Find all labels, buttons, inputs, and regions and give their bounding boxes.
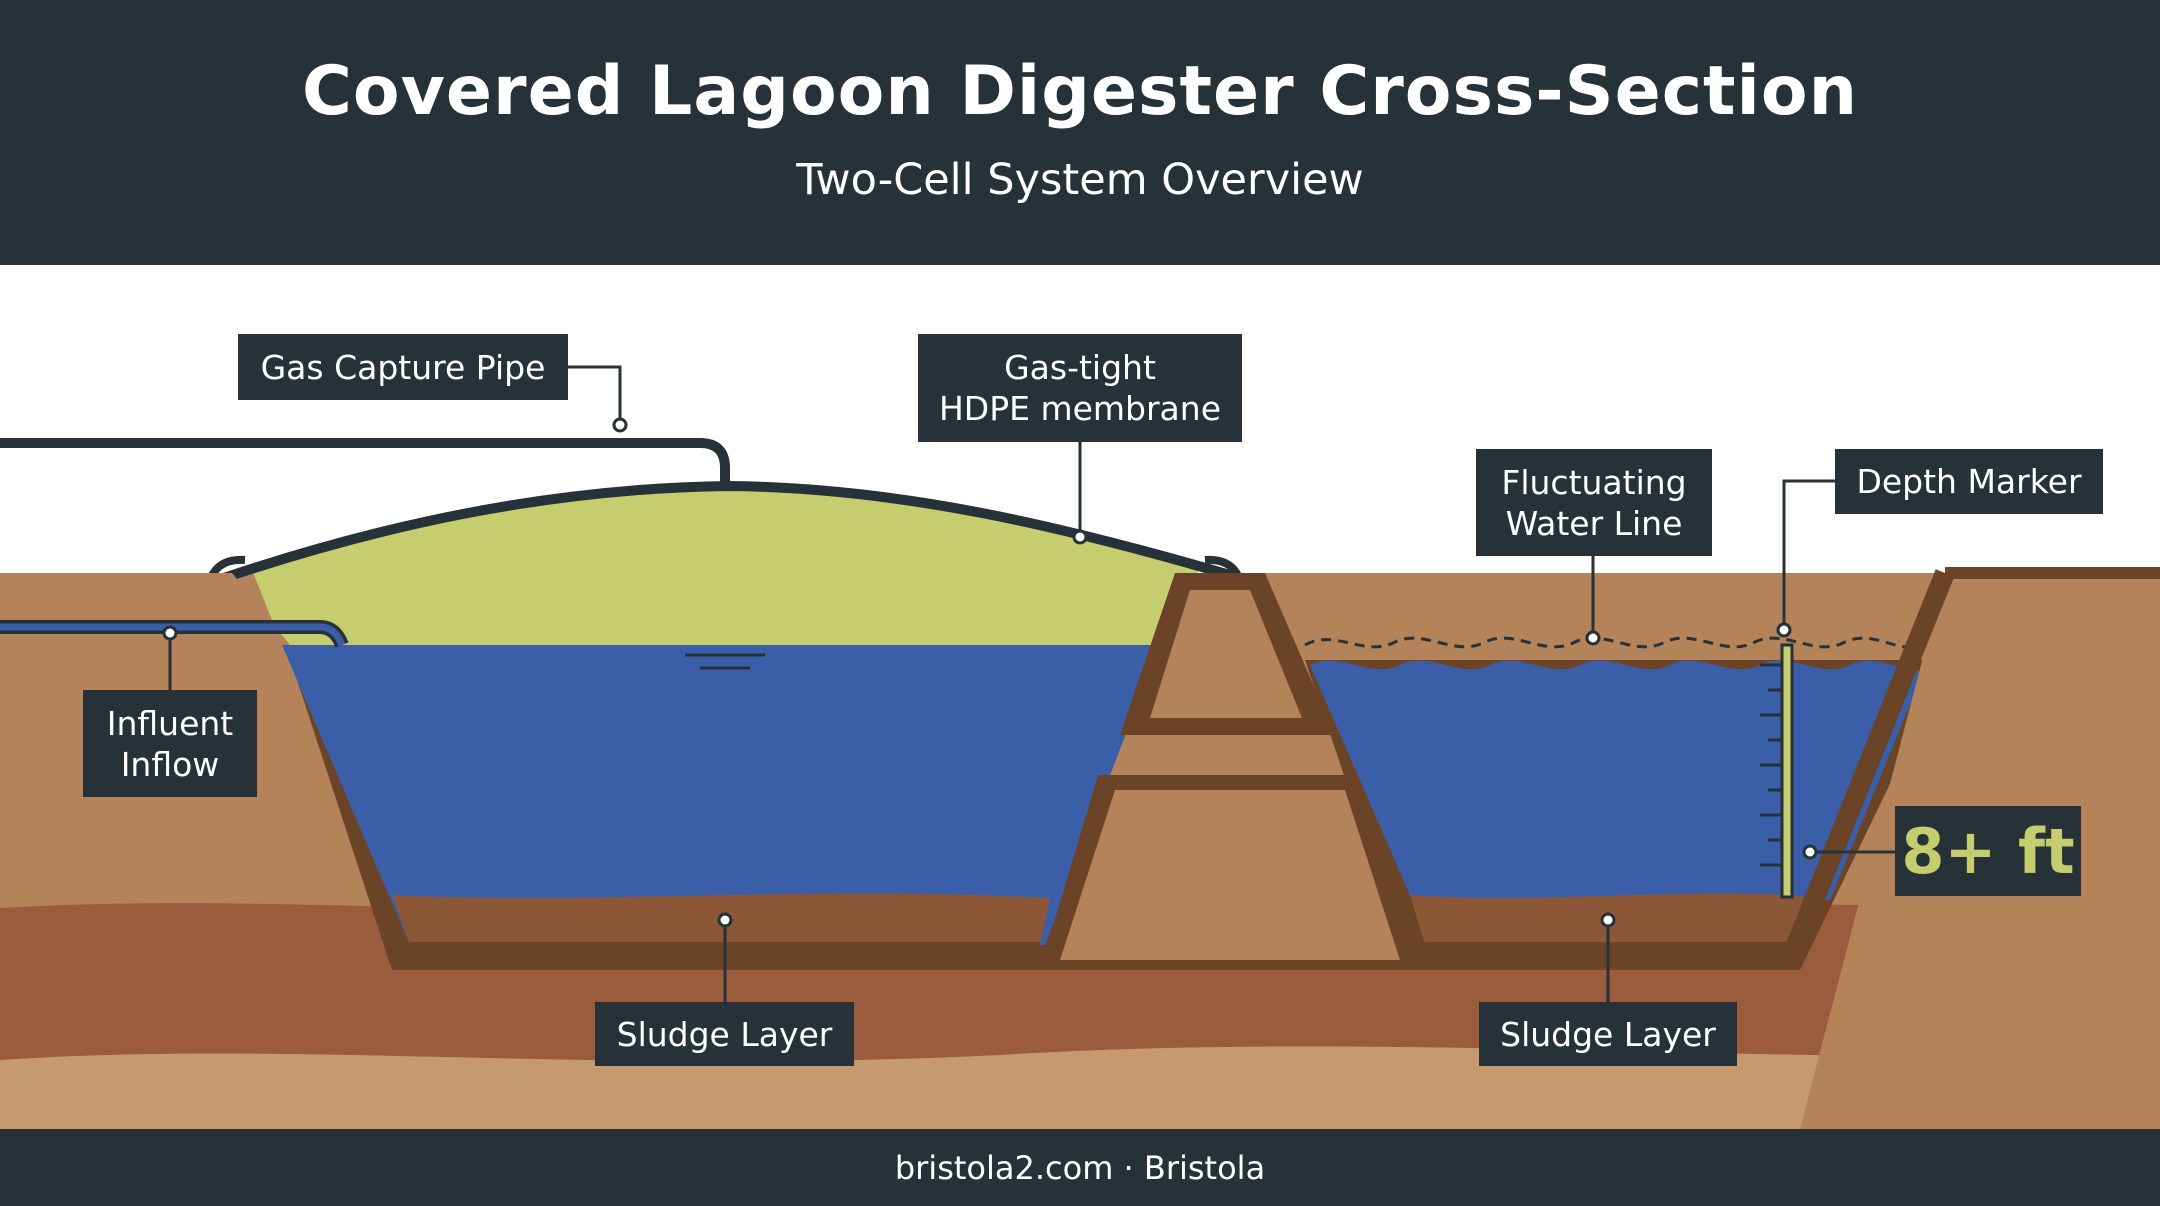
footer-credit: bristola2.com · Bristola <box>894 1149 1266 1187</box>
page-title: Covered Lagoon Digester Cross-Section <box>301 52 1858 131</box>
label-depth-marker: Depth Marker <box>1835 449 2103 514</box>
biogas-dome <box>252 485 1200 645</box>
depth-marker-post <box>1780 643 1794 899</box>
ground-lower-band <box>0 1046 2160 1129</box>
footer-bar: bristola2.com · Bristola <box>0 1129 2160 1206</box>
label-hdpe-membrane: Gas-tight HDPE membrane <box>918 334 1242 442</box>
label-sludge-layer-right: Sludge Layer <box>1479 1002 1737 1066</box>
fluctuating-water-line <box>1304 636 1917 649</box>
label-influent-inflow: Influent Inflow <box>83 690 257 797</box>
label-fluctuating-water-line: Fluctuating Water Line <box>1476 449 1712 556</box>
label-sludge-layer-left: Sludge Layer <box>595 1002 854 1066</box>
label-gas-capture-pipe: Gas Capture Pipe <box>238 334 568 400</box>
depth-value-badge: 8+ ft <box>1895 806 2081 896</box>
header-bar: Covered Lagoon Digester Cross-Section Tw… <box>0 0 2160 265</box>
hdpe-membrane <box>213 480 1245 585</box>
page-subtitle: Two-Cell System Overview <box>796 155 1364 205</box>
right-cell-sludge <box>1410 893 1825 945</box>
left-cell-water <box>282 645 1160 945</box>
gas-capture-pipe <box>0 438 730 484</box>
